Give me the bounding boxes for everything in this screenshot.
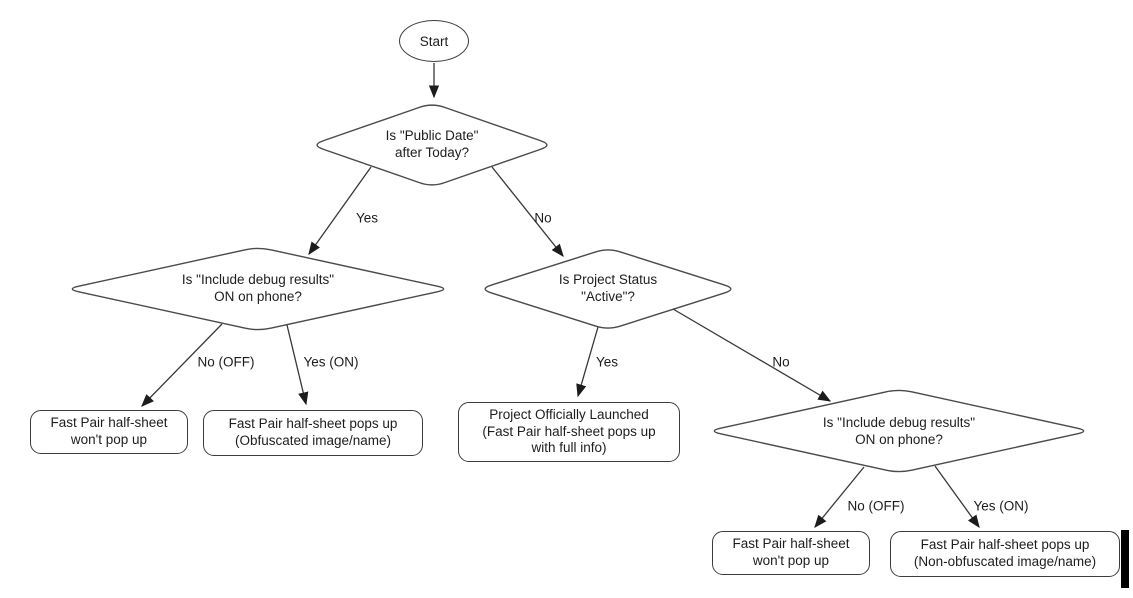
edge-label-debug-left-yes: Yes (ON) (303, 354, 359, 370)
arrow-debug-right-no (814, 466, 865, 529)
arrow-debug-right-yes (934, 465, 980, 529)
text-cursor-bar-icon (1121, 530, 1129, 588)
arrow-debug-left-no (141, 323, 223, 407)
terminal-non-obfuscated: Fast Pair half-sheet pops up (Non-obfusc… (890, 531, 1120, 577)
edge-label-public-date-no: No (534, 210, 552, 226)
terminal-obfuscated: Fast Pair half-sheet pops up (Obfuscated… (203, 410, 423, 456)
edge-label-debug-right-yes: Yes (ON) (973, 498, 1029, 514)
arrow-project-status-no (672, 308, 832, 402)
arrow-debug-left-yes (286, 324, 309, 406)
decision-shape-debug-right (713, 389, 1085, 473)
terminal-no-popup-left: Fast Pair half-sheet won't pop up (30, 410, 188, 454)
edge-label-debug-left-no: No (OFF) (197, 354, 255, 370)
edge-label-debug-right-no: No (OFF) (847, 498, 905, 514)
start-node: Start (399, 20, 469, 62)
terminal-no-popup-right: Fast Pair half-sheet won't pop up (712, 531, 870, 575)
edge-label-project-status-yes: Yes (595, 354, 619, 370)
decision-shape-public-date (316, 104, 548, 186)
decision-shape-debug-left (71, 247, 445, 331)
arrow-project-status-yes (576, 326, 599, 398)
arrow-public-date-no (491, 166, 564, 258)
arrow-public-date-yes (308, 166, 372, 256)
decision-shape-project-status (484, 249, 732, 329)
terminal-launched: Project Officially Launched (Fast Pair h… (458, 402, 680, 462)
edge-label-public-date-yes: Yes (355, 210, 379, 226)
edge-label-project-status-no: No (772, 354, 790, 370)
